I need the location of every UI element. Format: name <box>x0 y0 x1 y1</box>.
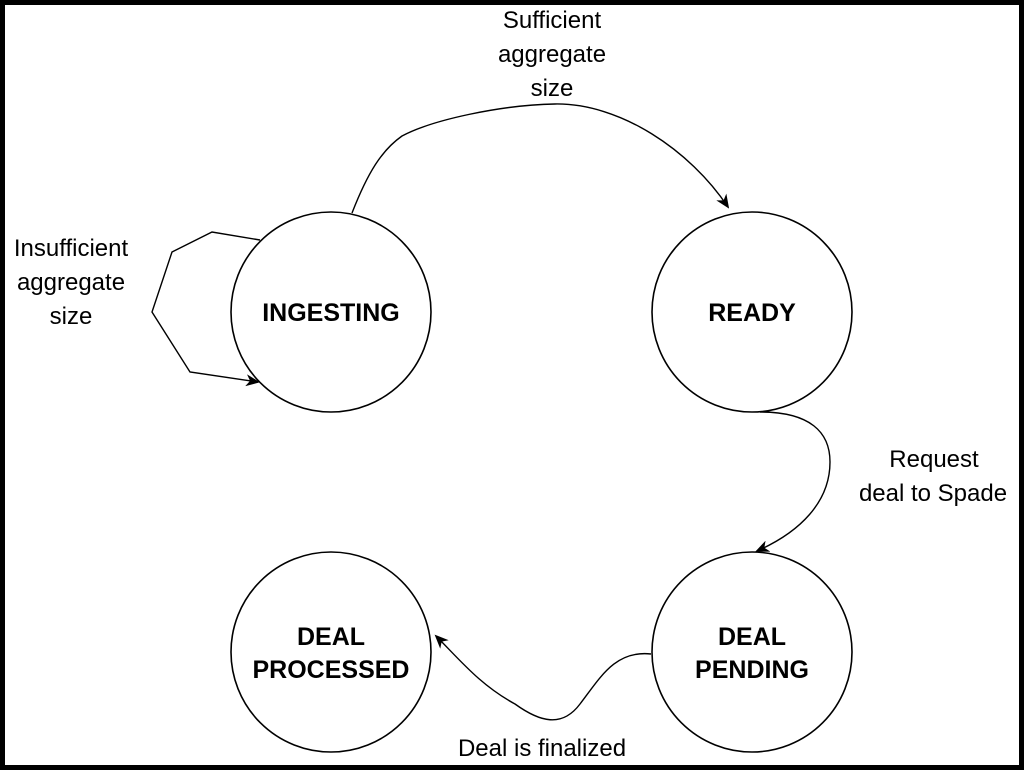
state-deal-pending-label-line1: DEAL <box>718 623 786 651</box>
label-sufficient-aggregate-size: Sufficient aggregate size <box>498 7 606 102</box>
label-insufficient-line2: aggregate <box>17 269 125 296</box>
label-request-deal-to-spade: Request deal to Spade <box>859 446 1007 507</box>
state-ready-label: READY <box>708 299 796 327</box>
label-insufficient-line1: Insufficient <box>14 235 129 262</box>
label-insufficient-line3: size <box>50 303 93 330</box>
state-ingesting-label: INGESTING <box>262 299 400 327</box>
label-request-line2: deal to Spade <box>859 480 1007 507</box>
label-finalized: Deal is finalized <box>458 735 626 762</box>
label-sufficient-line1: Sufficient <box>503 7 602 34</box>
state-ingesting: INGESTING <box>230 211 432 413</box>
state-deal-pending-label-line2: PENDING <box>695 656 809 684</box>
label-sufficient-line3: size <box>531 75 574 102</box>
state-ready: READY <box>651 211 853 413</box>
state-deal-processed-circle <box>230 551 432 753</box>
state-ready-circle <box>651 211 853 413</box>
state-ingesting-circle <box>230 211 432 413</box>
self-loop-arrow <box>151 231 261 387</box>
arrow-pending-to-processed <box>434 634 652 721</box>
state-deal-processed-label-line1: DEAL <box>297 623 365 651</box>
label-insufficient-aggregate-size: Insufficient aggregate size <box>14 235 129 330</box>
state-deal-pending-circle <box>651 551 853 753</box>
label-deal-is-finalized: Deal is finalized <box>458 735 626 762</box>
state-deal-processed-label-line2: PROCESSED <box>253 656 410 684</box>
label-request-line1: Request <box>889 446 979 473</box>
state-deal-pending: DEAL PENDING <box>651 551 853 753</box>
state-deal-processed: DEAL PROCESSED <box>230 551 432 753</box>
arrow-ready-to-pending <box>755 411 831 552</box>
arrow-ingesting-to-ready <box>351 103 730 214</box>
label-sufficient-line2: aggregate <box>498 41 606 68</box>
